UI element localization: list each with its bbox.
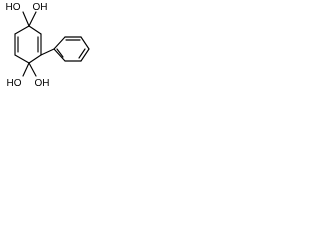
molecule-diagram: HO OH HO OH <box>6 2 90 89</box>
bond-oh-bottom-left <box>22 62 30 77</box>
label-oh-bottom-left: HO <box>7 78 22 89</box>
phenyl-bond-6 <box>53 48 66 62</box>
structure-canvas: HO OH HO OH <box>0 0 100 93</box>
ring-bond-c6-c1 <box>14 25 30 35</box>
phenyl-double-bond-b <box>78 48 86 59</box>
bond-oh-top-left <box>22 11 30 27</box>
label-oh-bottom-right: OH <box>35 78 50 89</box>
phenyl-bond-3 <box>80 36 90 50</box>
phenyl-bond-1 <box>53 36 66 50</box>
ring-bond-c1-c2 <box>28 25 42 35</box>
label-oh-top-left: HO <box>6 2 21 13</box>
ring-bond-c3-c4 <box>28 54 42 64</box>
phenyl-double-bond-c <box>56 48 64 58</box>
ring-bond-c4-c5 <box>14 54 30 64</box>
label-oh-top-right: OH <box>33 2 48 13</box>
bond-oh-top-right <box>28 11 37 27</box>
bond-oh-bottom-right <box>28 62 37 77</box>
phenyl-bond-4 <box>80 48 90 62</box>
bond-biaryl <box>40 48 55 56</box>
